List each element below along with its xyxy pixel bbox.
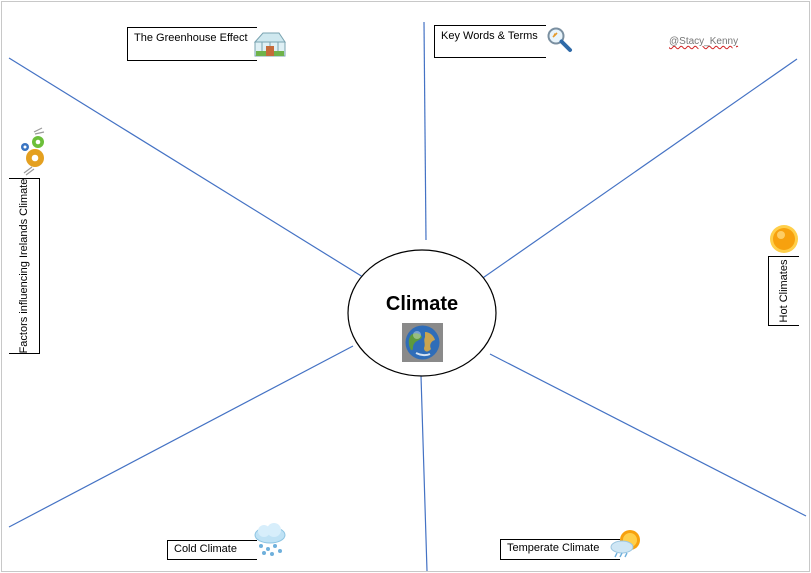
magnifier-icon [546,26,573,53]
globe-icon [402,323,443,362]
branch-line-bottom-left [9,346,353,527]
snow-cloud-icon [252,522,288,557]
factors-label: Factors influencing Irelands Climate [9,178,40,354]
branch-line-bottom-right [490,354,806,516]
branch-line-top-left [9,58,371,282]
cold-climate-label: Cold Climate [167,540,257,560]
sun-cloud-icon [610,528,643,558]
temperate-climate-label: Temperate Climate [500,539,620,560]
branch-line-top-right [477,59,797,282]
sun-icon [768,223,800,255]
greenhouse-icon [252,30,287,58]
author-handle: @Stacy_Kenny [669,36,738,47]
greenhouse-label: The Greenhouse Effect [127,27,257,61]
hot-climates-label: Hot Climates [768,256,799,326]
center-title: Climate [348,293,496,316]
key-words-label: Key Words & Terms [434,25,546,58]
gears-icon [18,127,49,176]
branch-line-top [424,22,426,240]
branch-line-bottom [421,376,427,571]
